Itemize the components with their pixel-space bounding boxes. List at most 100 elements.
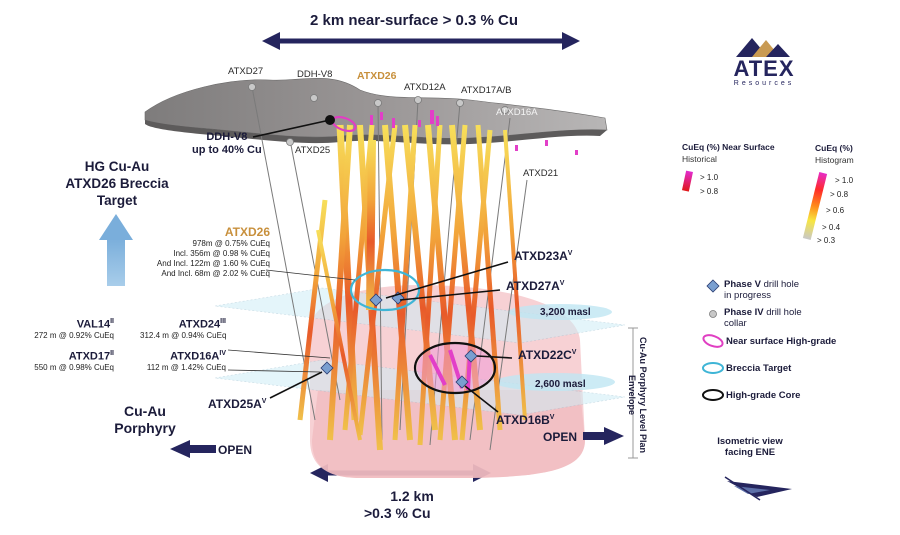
legend-hist-val-4: > 0.4 bbox=[822, 223, 841, 232]
atxd24-name: ATXD24 bbox=[178, 318, 221, 331]
hole-label-atxd25: ATXD25 bbox=[295, 145, 331, 156]
callout-atxd22c-sup: V bbox=[571, 349, 577, 356]
bottom-extent-line2: >0.3 % Cu bbox=[364, 505, 431, 521]
atxd26-intercept-block: ATXD26 978m @ 0.75% CuEq Incl. 356m @ 0.… bbox=[150, 225, 270, 279]
hg-target-line3: Target bbox=[96, 193, 138, 208]
logo-wordmark: ATEX bbox=[733, 56, 795, 81]
ddh-v8-callout-title: DDH-V8 bbox=[206, 131, 248, 143]
open-arrow-left bbox=[170, 440, 216, 458]
val14-name: VAL14 bbox=[76, 318, 111, 331]
legend-phase-v-line2: in progress bbox=[724, 290, 771, 301]
legend-phase-iv: Phase IV drill hole collar bbox=[724, 307, 802, 329]
callout-atxd27a: ATXD27AV bbox=[506, 279, 564, 293]
callout-atxd22c-name: ATXD22C bbox=[518, 348, 572, 362]
logo-tagline: Resources bbox=[733, 80, 795, 87]
phase-iv-collars bbox=[248, 83, 509, 146]
val14-intercept: VAL14II 272 m @ 0.92% CuEq bbox=[32, 318, 114, 341]
legend-core-symbol bbox=[702, 389, 724, 401]
callout-atxd16b-sup: V bbox=[549, 414, 555, 421]
isometric-view-icon bbox=[724, 476, 792, 501]
callout-atxd23a: ATXD23AV bbox=[514, 249, 572, 263]
bottom-extent-label: 1.2 km bbox=[384, 488, 440, 504]
envelope-label: Cu-Au Porphyry Level Plan Envelope bbox=[624, 330, 648, 460]
callout-atxd27a-name: ATXD27A bbox=[506, 279, 560, 293]
atxd16a-name: ATXD16A bbox=[170, 350, 220, 363]
legend-phase-iv-symbol bbox=[709, 310, 717, 318]
legend-hist-val-1: > 1.0 bbox=[835, 176, 854, 185]
callout-atxd16b-name: ATXD16B bbox=[496, 413, 550, 427]
callout-atxd16b: ATXD16BV bbox=[496, 413, 554, 427]
hg-target-label: HG Cu-Au ATXD26 Breccia Target bbox=[52, 158, 182, 209]
legend-near-surface-title: CuEq (%) Near Surface bbox=[682, 142, 775, 152]
hole-label-atxd27: ATXD27 bbox=[228, 66, 264, 77]
open-label-right: OPEN bbox=[543, 430, 578, 444]
hg-target-arrow bbox=[99, 214, 133, 286]
legend-phase-iv-label: Phase IV bbox=[724, 307, 764, 318]
legend-phase-v-rest: drill hole bbox=[763, 279, 799, 290]
masl-3200: 3,200 masl bbox=[540, 307, 591, 318]
legend-ns-val-2: > 0.8 bbox=[700, 187, 719, 196]
callout-atxd25a-sup: V bbox=[261, 398, 267, 405]
atxd26-line-2: Incl. 356m @ 0.98 % CuEq bbox=[173, 249, 270, 258]
ddh-v8-marker bbox=[252, 115, 335, 138]
atxd17-detail: 550 m @ 0.98% CuEq bbox=[34, 362, 114, 372]
open-arrow-right bbox=[583, 427, 624, 445]
porphyry-line1: Cu-Au bbox=[124, 403, 166, 419]
legend-phase-v: Phase V drill hole in progress bbox=[724, 279, 799, 301]
hole-label-atxd17ab: ATXD17A/B bbox=[461, 85, 512, 96]
legend-near-surface-bar bbox=[681, 170, 693, 192]
legend-histogram-bar bbox=[802, 172, 828, 240]
callout-leaders bbox=[227, 261, 513, 413]
atxd16a-intercept: ATXD16AIV 112 m @ 1.42% CuEq bbox=[140, 350, 226, 373]
atxd24-intercept: ATXD24III 312.4 m @ 0.94% CuEq bbox=[140, 318, 226, 341]
ddh-v8-callout-grade: up to 40% Cu bbox=[192, 144, 262, 156]
porphyry-line2: Porphyry bbox=[114, 420, 176, 436]
legend-ns-val-1: > 1.0 bbox=[700, 173, 719, 182]
isometric-view-label: Isometric view facing ENE bbox=[700, 436, 800, 458]
top-extent-label: 2 km near-surface > 0.3 % Cu bbox=[310, 12, 519, 29]
callout-atxd23a-name: ATXD23A bbox=[514, 249, 568, 263]
legend-near-surface-label: Near surface High-grade bbox=[726, 336, 837, 347]
phase-v-drill-holes bbox=[320, 291, 478, 389]
atex-logo-mark bbox=[736, 38, 790, 57]
envelope-bar bbox=[628, 327, 638, 459]
atex-logo: ATEX Resources bbox=[723, 58, 805, 88]
legend-near-surface-symbol bbox=[702, 334, 724, 348]
legend-hist-val-3: > 0.6 bbox=[826, 206, 845, 215]
hole-label-atxd21: ATXD21 bbox=[523, 168, 559, 179]
hg-target-line1: HG Cu-Au bbox=[84, 159, 150, 174]
callout-atxd22c: ATXD22CV bbox=[518, 348, 576, 362]
hole-label-atxd26: ATXD26 bbox=[357, 70, 397, 82]
breccia-target-outline bbox=[349, 268, 421, 312]
top-extent-arrow bbox=[262, 32, 580, 50]
drill-traces-colored bbox=[297, 124, 527, 451]
atxd16a-sup: IV bbox=[219, 350, 226, 357]
val14-sup: II bbox=[110, 318, 114, 325]
legend-hist-val-2: > 0.8 bbox=[830, 190, 849, 199]
hole-label-atxd16a: ATXD16A bbox=[496, 107, 538, 118]
legend-core-label: High-grade Core bbox=[726, 390, 801, 401]
atxd24-sup: III bbox=[220, 318, 226, 325]
hg-target-line2: ATXD26 Breccia bbox=[65, 176, 169, 191]
atxd24-detail: 312.4 m @ 0.94% CuEq bbox=[140, 330, 227, 340]
val14-detail: 272 m @ 0.92% CuEq bbox=[34, 330, 114, 340]
atxd26-line-1: 978m @ 0.75% CuEq bbox=[192, 239, 271, 248]
callout-atxd27a-sup: V bbox=[559, 280, 565, 287]
masl-2600: 2,600 masl bbox=[535, 379, 586, 390]
level-plane-3200 bbox=[214, 287, 626, 344]
atxd26-line-3: And Incl. 122m @ 1.60 % CuEq bbox=[156, 259, 270, 268]
legend-phase-v-label: Phase V bbox=[724, 279, 761, 290]
legend-near-surface-sub: Historical bbox=[682, 154, 717, 164]
legend-breccia-symbol bbox=[702, 362, 724, 374]
hole-label-atxd12a: ATXD12A bbox=[404, 82, 446, 93]
isometric-line1: Isometric view bbox=[717, 436, 783, 447]
open-label-left: OPEN bbox=[218, 443, 253, 457]
atxd17-sup: II bbox=[110, 350, 114, 357]
callout-atxd25a-name: ATXD25A bbox=[208, 397, 262, 411]
envelope-line2: Envelope bbox=[627, 374, 637, 415]
legend-phase-iv-rest: drill hole bbox=[766, 307, 802, 318]
envelope-line1: Cu-Au Porphyry Level Plan bbox=[638, 336, 648, 454]
porphyry-label: Cu-Au Porphyry bbox=[100, 403, 190, 437]
hole-label-ddh-v8: DDH-V8 bbox=[297, 69, 333, 80]
